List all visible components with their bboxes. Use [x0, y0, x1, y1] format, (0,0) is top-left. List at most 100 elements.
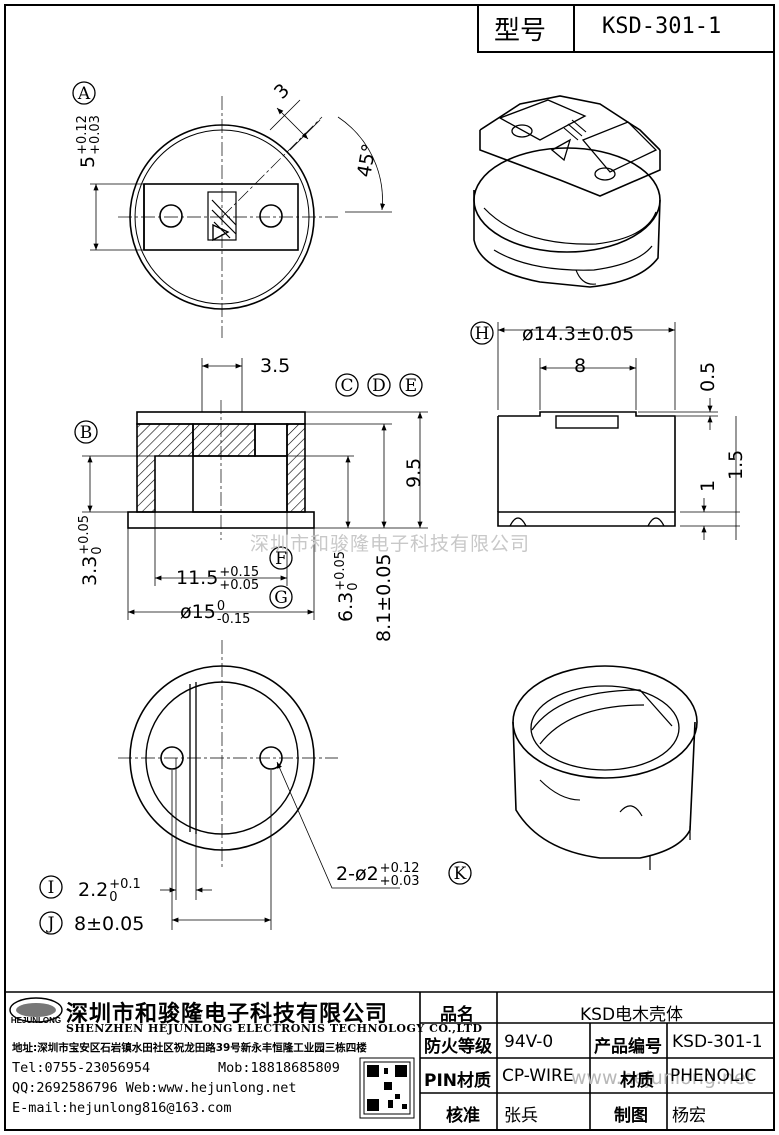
dim-9-5: 9.5 — [403, 458, 425, 488]
dim-i-lower: 0 — [109, 890, 117, 905]
dim-8-1: 8.1±0.05 — [373, 554, 395, 642]
company-qq-web: QQ:2692586796 Web:www.hejunlong.net — [12, 1080, 297, 1096]
dim-b-upper: +0.05 — [77, 515, 92, 555]
callout-circle-j — [39, 911, 63, 935]
callout-label-c: C — [340, 376, 353, 396]
dim-k: 2-ø2+0.12+0.03 — [336, 861, 420, 889]
dim-11-5-lower: +0.05 — [219, 578, 259, 593]
model-number: KSD-301-1 — [602, 14, 722, 39]
dim-k-base: 2-ø2 — [336, 863, 379, 885]
dim-a: 5+0.12+0.03 — [75, 115, 103, 168]
dim-11-5-base: 11.5 — [176, 567, 218, 589]
dim-6-3-base: 6.3 — [335, 592, 357, 622]
dim-i: 2.2+0.10 — [78, 877, 141, 905]
qr-code — [363, 1061, 411, 1115]
top-view — [90, 96, 392, 338]
dim-1-5: 1.5 — [725, 450, 747, 480]
dim-a-base: 5 — [77, 156, 99, 168]
spec-mat-value: PHENOLIC — [670, 1066, 757, 1086]
model-label: 型号 — [494, 16, 547, 46]
watermark-center: 深圳市和骏隆电子科技有限公司 — [250, 533, 530, 555]
company-name-en: SHENZHEN HEJUNLONG ELECTRONIS TECHNOLOGY… — [66, 1022, 483, 1035]
svg-text:HEJUNLONG: HEJUNLONG — [11, 1016, 61, 1025]
callout-circle-g — [269, 585, 293, 609]
callout-label-k: K — [454, 864, 467, 884]
company-mob: Mob:18818685809 — [218, 1060, 340, 1076]
dim-1: 1 — [697, 480, 719, 492]
spec-draw-value: 杨宏 — [672, 1106, 706, 1126]
dim-i-upper: +0.1 — [109, 877, 141, 892]
callout-circle-k — [448, 861, 472, 885]
dim-b-lower: 0 — [90, 547, 105, 555]
callout-label-f: F — [275, 549, 287, 569]
dim-6-3-upper: +0.05 — [333, 551, 348, 591]
company-email: E-mail:hejunlong816@163.com — [12, 1100, 232, 1116]
company-logo: HEJUNLONG — [9, 997, 63, 1025]
callout-label-b: B — [80, 423, 93, 443]
dim-45deg: 45° — [353, 142, 381, 179]
title-block-grid — [5, 991, 774, 1130]
dim-8: 8 — [574, 355, 586, 377]
spec-fire-value: 94V-0 — [504, 1032, 554, 1052]
iso-view-top — [473, 95, 661, 288]
dim-6-3: 6.3+0.050 — [333, 551, 361, 622]
dim-15-upper: 0 — [217, 599, 225, 614]
dim-15-base: ø15 — [180, 601, 216, 623]
dim-3: 3 — [270, 79, 294, 103]
dim-3-5: 3.5 — [260, 355, 290, 377]
spec-code-value: KSD-301-1 — [672, 1032, 763, 1052]
callout-circle-e — [399, 373, 423, 397]
dim-k-lower: +0.03 — [380, 874, 420, 889]
section-view — [82, 358, 428, 620]
watermark-bottom: www.hejunlong.net — [571, 1067, 753, 1089]
dim-11-5-upper: +0.15 — [219, 565, 259, 580]
callout-circle-c — [335, 373, 359, 397]
dim-15-lower: -0.15 — [217, 612, 251, 627]
title-header — [477, 4, 775, 53]
callout-label-e: E — [405, 376, 417, 396]
callout-circle-f — [269, 546, 293, 570]
spec-pin-label: PIN材质 — [424, 1071, 492, 1091]
callout-label-j: J — [46, 914, 55, 934]
spec-check-value: 张兵 — [504, 1106, 538, 1126]
company-address: 地址:深圳市宝安区石岩镇水田社区祝龙田路39号新永丰恒隆工业园三栋四楼 — [12, 1042, 367, 1054]
bottom-view — [118, 640, 400, 930]
dim-a-upper: +0.12 — [75, 115, 90, 155]
company-name-cn: 深圳市和骏隆电子科技有限公司 — [66, 1002, 389, 1027]
sheet-frame — [4, 4, 775, 1131]
dim-k-upper: +0.12 — [380, 861, 420, 876]
callout-circle-h — [470, 321, 494, 345]
callout-circle-i — [39, 875, 63, 899]
side-view — [497, 322, 740, 540]
dim-i-base: 2.2 — [78, 879, 108, 901]
spec-pin-value: CP-WIRE — [502, 1066, 574, 1086]
spec-code-label: 产品编号 — [594, 1037, 662, 1057]
company-tel: Tel:0755-23056954 — [12, 1060, 151, 1076]
dim-14-3: ø14.3±0.05 — [522, 323, 634, 345]
dim-b: 3.3+0.050 — [77, 515, 105, 586]
spec-check-label: 核准 — [446, 1106, 480, 1126]
spec-fire-label: 防火等级 — [424, 1037, 492, 1057]
spec-mat-label: 材质 — [620, 1071, 654, 1091]
dim-6-3-lower: 0 — [346, 583, 361, 591]
callout-circle-a — [72, 81, 96, 105]
dim-0-5: 0.5 — [697, 362, 719, 392]
callout-label-d: D — [372, 376, 386, 396]
spec-name-value: KSD电木壳体 — [580, 1005, 684, 1025]
spec-name-label: 品名 — [440, 1005, 474, 1025]
callout-label-g: G — [274, 588, 288, 608]
callout-label-i: I — [48, 878, 55, 898]
dim-11-5: 11.5+0.15+0.05 — [176, 565, 259, 593]
callout-label-a: A — [77, 84, 91, 104]
callout-circle-b — [74, 420, 98, 444]
dim-a-lower: +0.03 — [88, 115, 103, 155]
callout-label-h: H — [475, 324, 490, 344]
spec-draw-label: 制图 — [614, 1106, 648, 1126]
dim-b-base: 3.3 — [79, 556, 101, 586]
dim-j: 8±0.05 — [74, 913, 144, 935]
iso-view-bottom — [512, 665, 698, 870]
callout-circle-d — [367, 373, 391, 397]
